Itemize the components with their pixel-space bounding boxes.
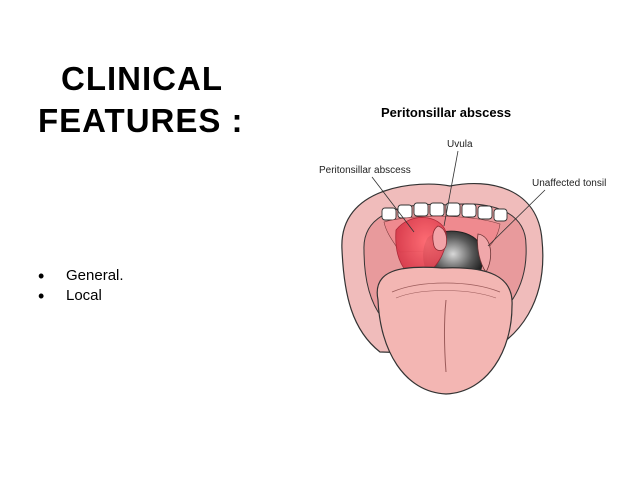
bullet-list: General. Local — [38, 266, 124, 306]
title-line-2: FEATURES : — [38, 102, 244, 139]
uvula — [432, 225, 447, 251]
title-line-1: CLINICAL — [61, 60, 223, 97]
label-unaffected-tonsil: Unaffected tonsil — [532, 178, 607, 189]
tongue-groove — [444, 299, 447, 373]
figure-title: Peritonsillar abscess — [381, 105, 512, 120]
bullet-item-general: General. — [38, 266, 124, 286]
label-peritonsillar-abscess: Peritonsillar abscess — [319, 165, 411, 176]
bullet-item-local: Local — [38, 286, 124, 306]
slide-title: CLINICAL FEATURES : — [38, 58, 298, 142]
mouth-illustration — [341, 150, 546, 395]
label-uvula: Uvula — [447, 139, 473, 150]
